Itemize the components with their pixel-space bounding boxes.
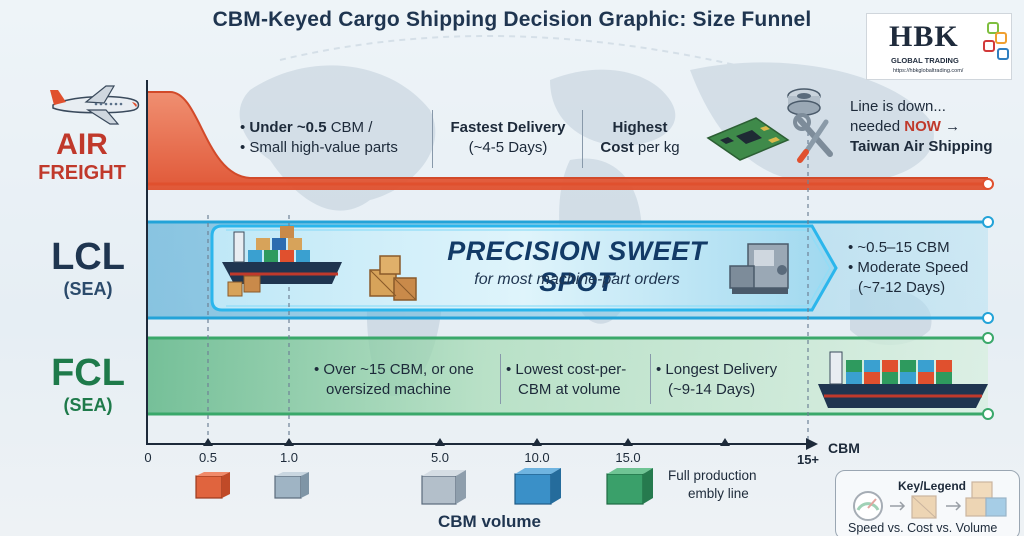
fcl-point-speed: • Longest Delivery (~9-14 Days) — [656, 360, 777, 400]
axis-tick-label: 10.0 — [524, 450, 550, 465]
fcl-speed-line1: • Longest Delivery — [656, 361, 778, 378]
axis-title: CBM volume — [438, 512, 541, 531]
axis-tick-label: 0 — [144, 450, 152, 465]
legend-box: Key/Legend Speed vs. Cost vs. Volume — [835, 470, 1020, 536]
logo-square-green — [987, 22, 999, 34]
divider — [500, 354, 501, 404]
fcl-label: FCL (SEA) — [28, 352, 148, 416]
container-icon — [514, 468, 561, 505]
airplane-icon — [50, 85, 140, 125]
air-band — [147, 92, 988, 190]
fcl-mode-sub: (SEA) — [63, 395, 113, 415]
fcl-point-cost: • Lowest cost-per- CBM at volume — [506, 360, 626, 400]
lcl-label: LCL (SEA) — [28, 236, 148, 300]
lcl-details: • ~0.5–15 CBM • Moderate Speed (~7-12 Da… — [848, 238, 968, 298]
full-production-note: Full production embly line — [668, 467, 757, 503]
lcl-volume: • ~0.5–15 CBM — [848, 239, 950, 256]
full-production-line2: embly line — [688, 486, 749, 501]
bearing-icon — [787, 88, 821, 116]
sweet-spot-box — [210, 224, 838, 312]
air-cost-title: Highest — [612, 119, 668, 136]
divider — [650, 354, 651, 404]
container-icon — [274, 472, 309, 499]
container-icon — [421, 470, 466, 505]
axis-tick-label: 15.0 — [615, 450, 641, 465]
lcl-speed: • Moderate Speed — [848, 259, 969, 276]
cargo-ship-icon — [818, 351, 988, 408]
air-mode-name: AIR — [56, 128, 108, 161]
air-speed-days: (~4-5 Days) — [468, 139, 548, 156]
sweet-spot-title: PRECISION SWEET SPOT — [447, 236, 707, 297]
axis-tick-label: 5.0 — [430, 450, 450, 465]
air-point-cost: Highest Cost per kg — [592, 118, 688, 158]
lcl-days: (~7-12 Days) — [858, 279, 946, 296]
circuit-board-icon — [706, 117, 790, 161]
air-speed-title: Fastest Delivery — [450, 119, 566, 136]
air-point-speed: Fastest Delivery (~4-5 Days) — [440, 118, 576, 158]
axis-unit: CBM — [828, 440, 860, 456]
logo-square-red — [983, 40, 995, 52]
fcl-mode-name: FCL — [51, 352, 125, 394]
container-icon — [606, 468, 653, 505]
axis-tick-label: 0.5 — [198, 450, 218, 465]
axis-tick-label: 15+ — [796, 452, 820, 467]
wrench-icon — [793, 113, 833, 163]
air-volume-bold: Under ~0.5 — [249, 119, 327, 136]
lcl-mode-sub: (SEA) — [63, 279, 113, 299]
air-note-arrow: → — [940, 118, 961, 135]
axis-tick-label: 1.0 — [279, 450, 299, 465]
air-note-pre: needed — [850, 118, 905, 135]
logo-url: https://hbkglobaltrading.com/ — [893, 68, 964, 74]
company-logo: HBK GLOBAL TRADING https://hbkglobaltrad… — [866, 13, 1012, 80]
air-freight-label: AIR FREIGHT — [22, 128, 142, 185]
fcl-point-volume: • Over ~15 CBM, or one oversized machine — [314, 360, 474, 400]
air-cost-rest: per kg — [633, 139, 680, 156]
air-volume-rest: CBM / — [326, 119, 373, 136]
lcl-mode-name: LCL — [51, 236, 125, 278]
air-note-line3: Taiwan Air Shipping — [850, 138, 993, 155]
logo-square-orange — [995, 32, 1007, 44]
divider — [432, 110, 433, 168]
wooden-crate-icon — [227, 275, 261, 297]
air-note-line1: Line is down... — [850, 98, 946, 115]
air-note-now: NOW — [904, 118, 941, 135]
fcl-cost-line1: • Lowest cost-per- — [506, 361, 627, 378]
fcl-volume-line2: oversized machine — [326, 381, 452, 398]
sweet-spot-subtitle: for most machine-part orders — [474, 271, 680, 288]
air-volume-desc: Small high-value parts — [249, 139, 398, 156]
cnc-machine-icon — [729, 243, 789, 294]
full-production-line1: Full production — [668, 468, 757, 483]
divider — [582, 110, 583, 168]
logo-tagline: GLOBAL TRADING — [891, 56, 959, 65]
page-title: CBM-Keyed Cargo Shipping Decision Graphi… — [212, 8, 812, 31]
wooden-crate-icon — [369, 255, 417, 301]
logo-name: HBK — [889, 20, 959, 53]
container-icon — [195, 472, 230, 499]
logo-square-blue — [997, 48, 1009, 60]
air-cost-bold: Cost — [600, 139, 634, 156]
fcl-cost-line2: CBM at volume — [518, 381, 621, 398]
fcl-speed-line2: (~9-14 Days) — [668, 381, 756, 398]
air-mode-sub: FREIGHT — [38, 162, 126, 184]
legend-title: Key/Legend — [898, 479, 967, 493]
air-point-volume: • Under ~0.5 CBM / • Small high-value pa… — [240, 119, 398, 156]
legend-caption: Speed vs. Cost vs. Volume — [848, 521, 998, 535]
air-note: Line is down... needed NOW → Taiwan Air … — [850, 97, 993, 157]
fcl-volume-line1: • Over ~15 CBM, or one — [314, 361, 474, 378]
